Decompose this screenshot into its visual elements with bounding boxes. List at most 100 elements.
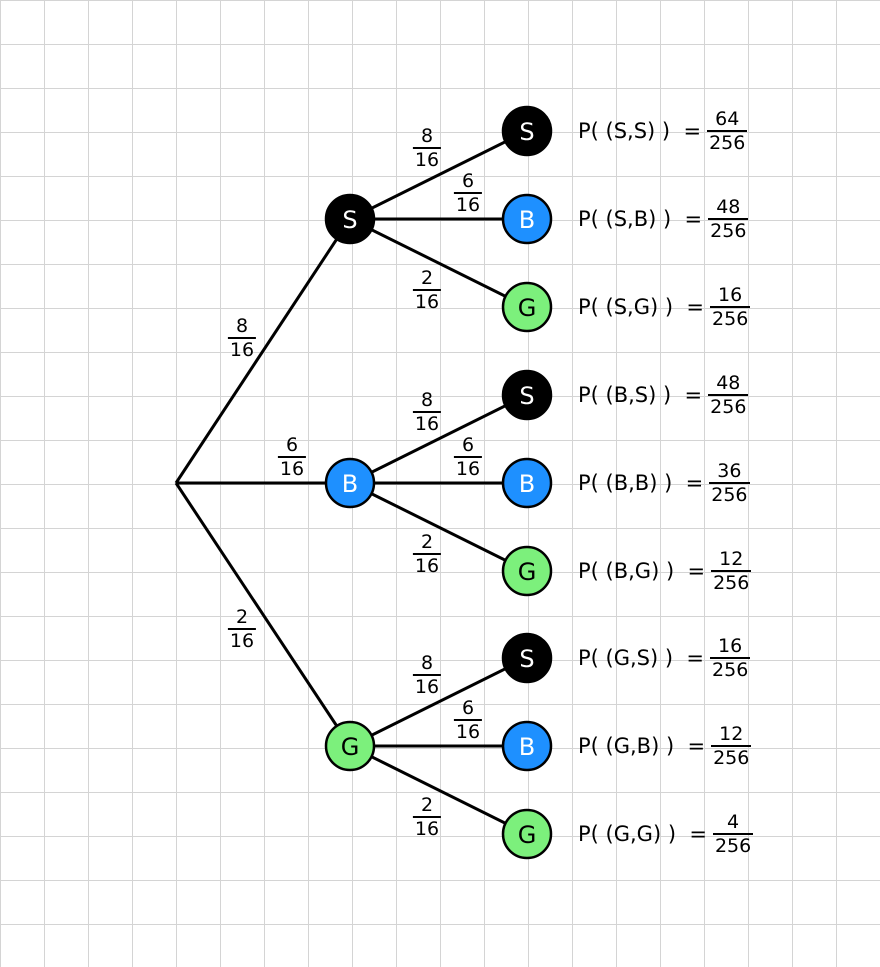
node-S-B-label: B (519, 206, 535, 234)
denominator: 16 (455, 458, 481, 480)
numerator: 12 (711, 548, 752, 572)
denominator: 16 (414, 149, 440, 171)
node-B-S-label: S (519, 382, 534, 410)
node-S-S-label: S (519, 118, 534, 146)
numerator: 6 (277, 434, 307, 458)
denominator: 16 (414, 818, 440, 840)
node-G-S (501, 632, 553, 684)
numerator: 36 (709, 460, 750, 484)
denominator: 16 (455, 194, 481, 216)
branch-root-G (174, 482, 352, 747)
outcome-expression: P( (B,G) ) = (578, 559, 706, 583)
branch-root-S (174, 218, 352, 484)
denominator: 16 (229, 339, 255, 361)
node-S-label: S (342, 206, 357, 234)
node-B-B-label: B (519, 470, 535, 498)
node-G (324, 720, 376, 772)
numerator: 2 (412, 267, 442, 291)
denominator: 256 (714, 835, 752, 857)
branch-G-S (349, 656, 528, 748)
numerator: 8 (412, 652, 442, 676)
node-G-G-label: G (518, 821, 537, 849)
node-S-B (501, 193, 553, 245)
denominator: 16 (229, 630, 255, 652)
numerator: 16 (710, 635, 751, 659)
numerator: 4 (712, 811, 754, 835)
node-B (324, 457, 376, 509)
node-S-G-label: G (518, 294, 537, 322)
branch-S-G (349, 217, 528, 309)
denominator: 16 (414, 555, 440, 577)
numerator: 6 (453, 170, 483, 194)
denominator: 256 (713, 747, 750, 769)
node-G-B-label: B (519, 733, 535, 761)
numerator: 12 (711, 723, 752, 747)
denominator: 256 (712, 659, 749, 681)
denominator: 256 (710, 396, 747, 418)
denominator: 16 (414, 413, 440, 435)
numerator: 8 (412, 125, 442, 149)
branch-B-S (349, 393, 528, 485)
branch-G-G (349, 744, 528, 836)
node-B-G (501, 545, 553, 597)
numerator: 2 (412, 531, 442, 555)
node-G-B (501, 720, 553, 772)
outcome-expression: P( (S,G) ) = (578, 295, 705, 319)
outcome-expression: P( (G,G) ) = (578, 822, 707, 846)
denominator: 16 (414, 676, 440, 698)
node-G-label: G (341, 733, 360, 761)
branch-S-S (349, 129, 528, 221)
node-B-B (501, 457, 553, 509)
numerator: 2 (412, 794, 442, 818)
numerator: 6 (453, 697, 483, 721)
numerator: 48 (708, 196, 749, 220)
node-G-G (501, 808, 553, 860)
outcome-expression: P( (G,S) ) = (578, 646, 705, 670)
outcome-expression: P( (S,S) ) = (578, 119, 702, 143)
node-S-G (501, 281, 553, 333)
node-G-S-label: S (519, 645, 534, 673)
numerator: 16 (710, 284, 751, 308)
outcome-expression: P( (B,B) ) = (578, 471, 704, 495)
node-B-G-label: G (518, 558, 537, 586)
numerator: 8 (412, 389, 442, 413)
denominator: 256 (712, 308, 749, 330)
numerator: 6 (453, 434, 483, 458)
outcome-expression: P( (B,S) ) = (578, 383, 703, 407)
denominator: 16 (414, 291, 440, 313)
node-B-label: B (342, 470, 358, 498)
denominator: 16 (455, 721, 481, 743)
denominator: 256 (710, 220, 747, 242)
numerator: 8 (227, 315, 257, 339)
